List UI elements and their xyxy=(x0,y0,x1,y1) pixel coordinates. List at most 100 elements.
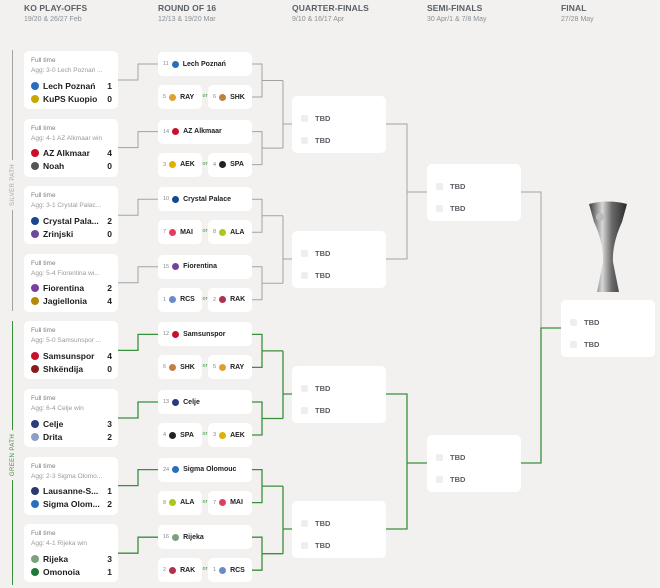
seed-number: 2 xyxy=(213,296,217,303)
bracket-connector xyxy=(118,198,158,216)
seed-number: 11 xyxy=(163,61,169,67)
seed-number: 15 xyxy=(163,263,170,270)
bracket-connector xyxy=(118,266,158,284)
team-placeholder-icon xyxy=(301,136,308,144)
team-crest-icon xyxy=(31,149,39,158)
team-name: Crystal Pala... xyxy=(43,215,99,226)
team-crest-icon xyxy=(31,567,39,576)
team-crest-icon xyxy=(172,533,180,541)
bracket-connector xyxy=(282,215,292,284)
tbd-label: TBD xyxy=(315,248,331,258)
bracket-connector xyxy=(282,80,292,149)
team-crest-icon xyxy=(172,466,180,474)
team-placeholder-icon xyxy=(436,182,443,190)
team-crest-icon xyxy=(172,263,180,271)
bracket-connector xyxy=(252,536,283,571)
team-crest-icon xyxy=(172,195,180,203)
team-abbr: AEK xyxy=(230,431,245,439)
tbd-label: TBD xyxy=(315,135,331,145)
seed-number: 3 xyxy=(213,432,217,438)
tbd-slot: TBD xyxy=(436,446,521,468)
team-name: Zrinjski xyxy=(43,228,74,239)
team-name: Samsunspor xyxy=(183,330,226,338)
team-score: 2 xyxy=(107,215,112,226)
team-abbr: ALA xyxy=(180,499,195,507)
team-crest-icon xyxy=(219,161,227,169)
team-abbr: RCS xyxy=(230,566,245,574)
team-abbr: SPA xyxy=(230,161,244,169)
team-crest-icon xyxy=(172,330,180,338)
team-crest-icon xyxy=(219,363,227,371)
team-crest-icon xyxy=(31,351,39,360)
tbd-label: TBD xyxy=(450,203,466,213)
or-label: or xyxy=(202,498,208,505)
team-crest-icon xyxy=(31,487,39,496)
team-crest-icon xyxy=(219,431,227,439)
team-abbr: RAK xyxy=(230,296,246,304)
seed-number: 7 xyxy=(213,499,217,506)
r16-opponent-option[interactable]: 3 AEK xyxy=(208,423,252,447)
team-abbr: RCS xyxy=(180,296,195,304)
round-dates: 12/13 & 19/20 Mar xyxy=(158,16,216,23)
team-crest-icon xyxy=(31,216,39,225)
trophy-icon xyxy=(589,201,627,292)
tbd-label: TBD xyxy=(315,405,331,415)
tbd-label: TBD xyxy=(584,339,600,349)
bracket-connector xyxy=(252,198,283,233)
round-title: FINAL xyxy=(561,3,587,13)
team-crest-icon xyxy=(31,162,39,171)
bracket-connector xyxy=(282,486,292,554)
team-abbr: SHK xyxy=(180,363,195,371)
seed-number: 7 xyxy=(163,229,167,236)
team-row: Crystal Pala... 2 xyxy=(31,214,112,227)
or-label: or xyxy=(202,295,208,302)
or-label: or xyxy=(202,228,208,235)
match-status: Full time xyxy=(31,462,56,470)
round-dates: 27/28 May xyxy=(561,16,594,23)
r16-opponent-option[interactable]: 2 RAK xyxy=(208,287,252,312)
team-crest-icon xyxy=(219,93,227,101)
team-name: Samsunspor xyxy=(43,350,95,361)
